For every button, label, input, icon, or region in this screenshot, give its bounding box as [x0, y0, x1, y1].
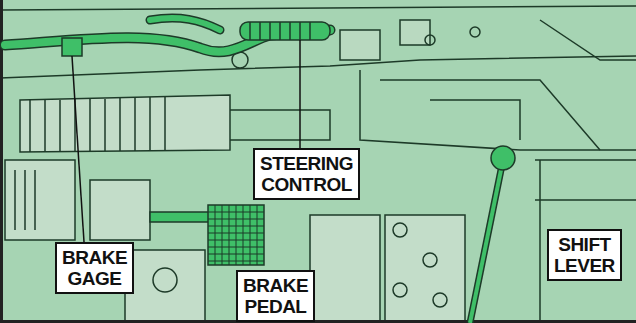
part-label: BRAKE PEDAL [243, 275, 308, 317]
callout-box: BRAKE PEDAL [236, 270, 315, 322]
part-label: BRAKE GAGE [62, 247, 127, 289]
highlighted-parts [5, 18, 515, 323]
callout-box: BRAKE GAGE [55, 242, 134, 294]
callout-box: SHIFT LEVER [547, 229, 622, 281]
callout-box: STEERING CONTROL [253, 148, 360, 200]
part-label: SHIFT LEVER [554, 234, 615, 276]
part-label: STEERING CONTROL [260, 153, 353, 195]
leader-lines [72, 40, 300, 242]
mechanism-lines [0, 6, 636, 323]
